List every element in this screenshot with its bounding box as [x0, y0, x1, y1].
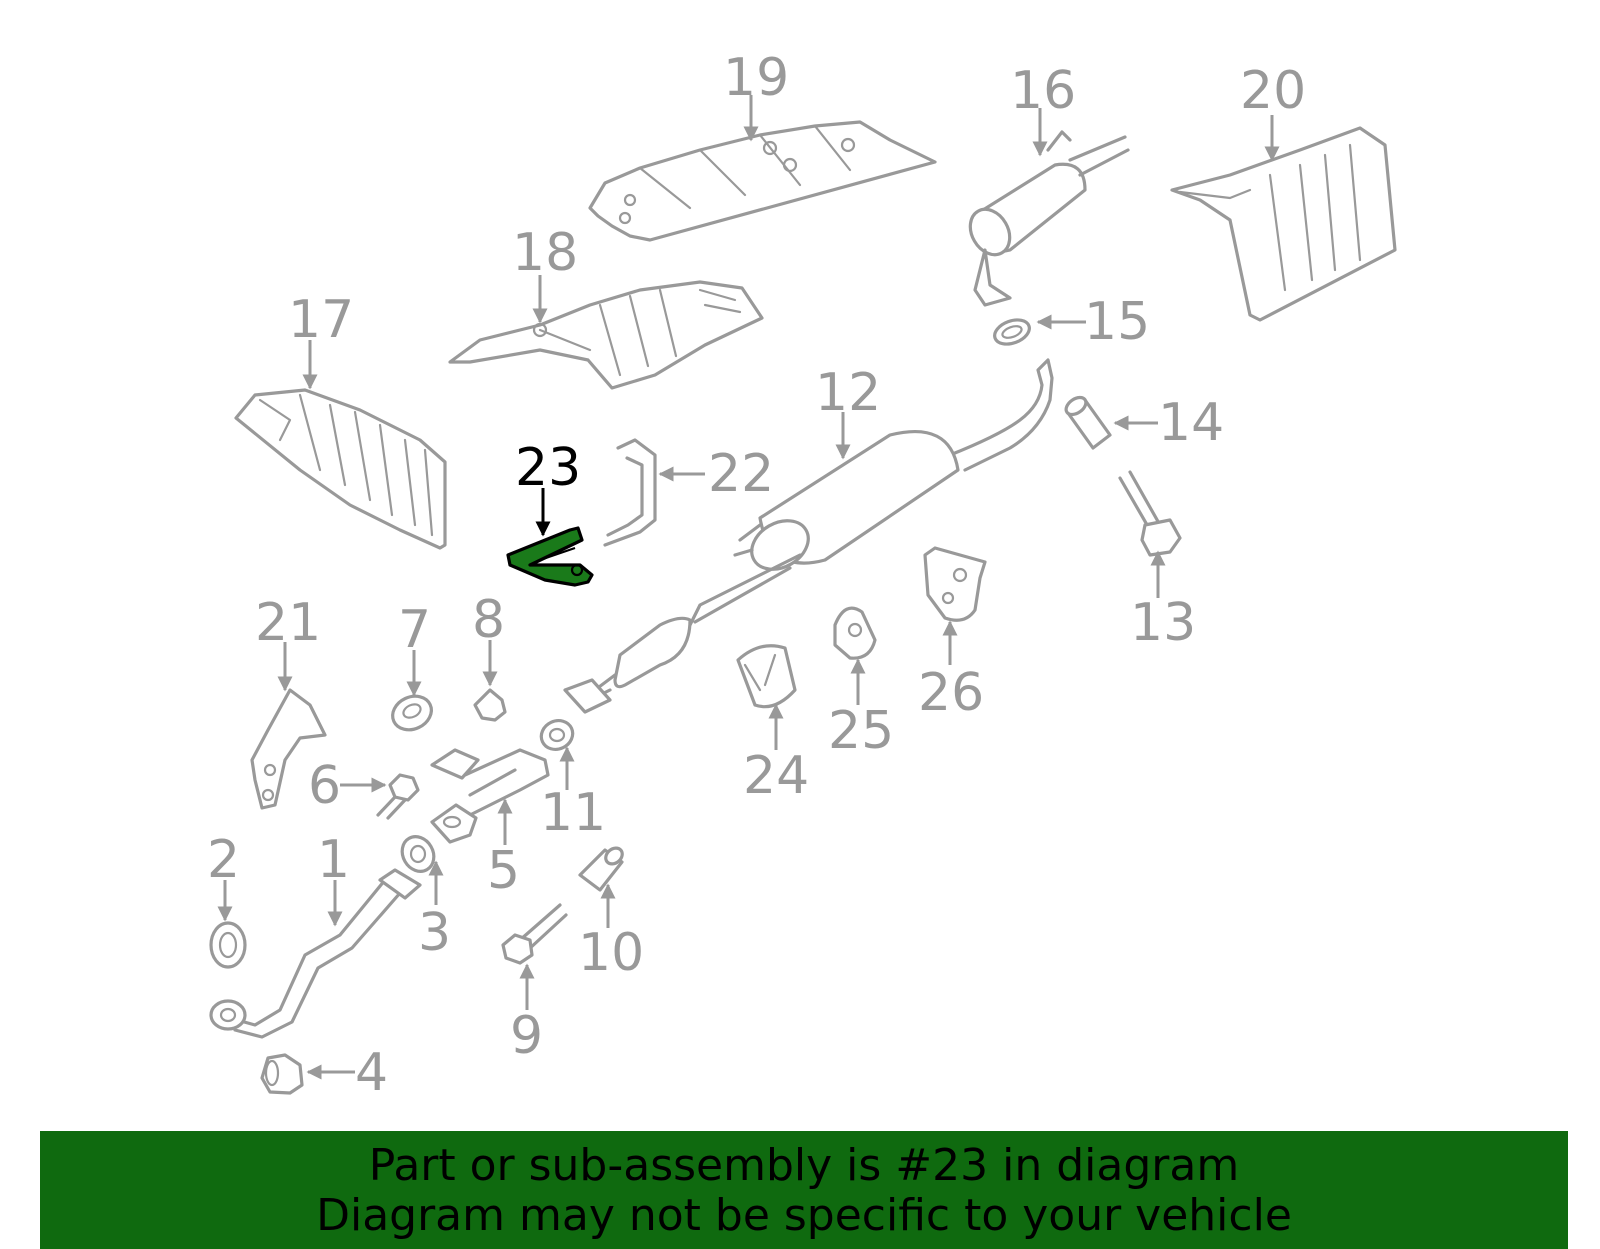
part-1-exhaust-pipe — [209, 868, 422, 1039]
part-18-heat-shield — [448, 280, 764, 390]
callout-12: 12 — [815, 363, 881, 423]
callout-2: 2 — [207, 830, 240, 890]
part-13-bolt — [1118, 470, 1182, 557]
part-8-nut — [473, 688, 507, 722]
part-26-hanger — [923, 546, 987, 622]
callout-labels: 19 18 17 16 20 15 12 14 13 22 23 21 7 8 … — [207, 48, 1306, 1103]
banner-line-1: Part or sub-assembly is #23 in diagram — [368, 1140, 1240, 1191]
callout-21: 21 — [255, 593, 321, 653]
part-7-grommet — [391, 694, 433, 732]
callout-20: 20 — [1240, 61, 1306, 121]
callout-9: 9 — [510, 1006, 543, 1066]
part-23-bracket-highlighted[interactable] — [506, 526, 594, 587]
callout-18: 18 — [512, 223, 578, 283]
part-22-hanger — [603, 438, 657, 547]
banner-line-2: Diagram may not be specific to your vehi… — [316, 1190, 1292, 1241]
callout-6: 6 — [308, 756, 341, 816]
callout-11: 11 — [540, 783, 606, 843]
callout-23: 23 — [515, 438, 581, 498]
part-12-center-muffler — [688, 358, 1054, 627]
part-25-hanger — [833, 606, 877, 660]
part-14-sleeve — [1064, 395, 1112, 450]
callout-26: 26 — [918, 663, 984, 723]
callout-4: 4 — [355, 1043, 388, 1103]
callout-1: 1 — [317, 830, 350, 890]
callout-7: 7 — [398, 600, 431, 660]
callout-24: 24 — [743, 746, 809, 806]
part-5-front-pipe — [430, 748, 550, 844]
part-20-heat-shield — [1170, 126, 1397, 322]
callout-10: 10 — [578, 923, 644, 983]
callout-13: 13 — [1130, 593, 1196, 653]
part-16-muffler — [968, 130, 1130, 307]
part-19-heat-shield — [588, 120, 937, 242]
callout-25: 25 — [828, 701, 894, 761]
info-banner: Part or sub-assembly is #23 in diagram D… — [40, 1131, 1568, 1249]
callout-3: 3 — [418, 903, 451, 963]
callout-15: 15 — [1084, 292, 1150, 352]
callout-17: 17 — [288, 290, 354, 350]
callout-8: 8 — [472, 590, 505, 650]
part-15-gasket — [993, 318, 1031, 346]
callout-16: 16 — [1010, 61, 1076, 121]
part-6-bolt — [376, 773, 420, 820]
part-17-heat-shield — [234, 388, 447, 550]
part-9-stud-bolt — [501, 903, 568, 965]
part-21-bracket — [250, 688, 327, 810]
part-24-insulator — [736, 644, 797, 709]
callout-22: 22 — [708, 444, 774, 504]
part-11-gasket — [539, 719, 575, 751]
part-2-grommet — [209, 921, 247, 969]
catalytic-converter — [563, 616, 692, 714]
part-4-nut — [260, 1053, 304, 1095]
part-3-gasket — [400, 835, 436, 873]
callout-5: 5 — [487, 841, 520, 901]
callout-19: 19 — [723, 48, 789, 108]
part-10-sleeve — [578, 846, 624, 892]
leader-arrows — [217, 95, 1280, 1080]
callout-14: 14 — [1158, 393, 1224, 453]
